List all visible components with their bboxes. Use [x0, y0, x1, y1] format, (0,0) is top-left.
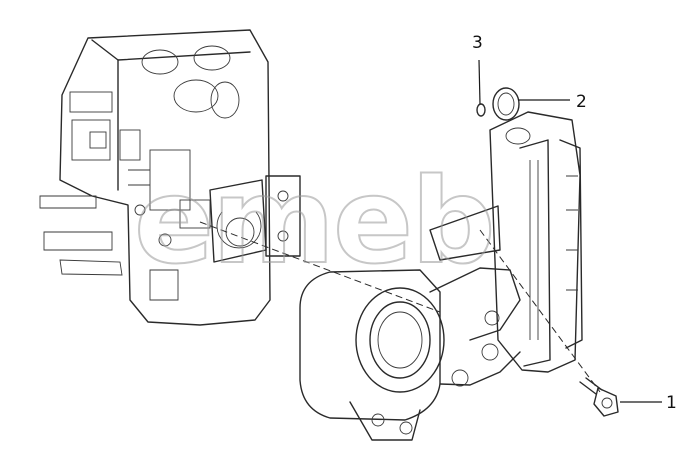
callout-3: 3 [472, 33, 483, 53]
housing-cover [299, 267, 521, 441]
o-ring-part-2 [492, 87, 520, 121]
support-bracket [429, 111, 583, 373]
bolt-part-1 [579, 377, 619, 417]
watermark-logo: emeb [134, 152, 493, 290]
assembly-centerline [199, 221, 441, 313]
engine-block [39, 29, 301, 326]
callout-2: 2 [576, 92, 587, 112]
small-ring-part-3 [476, 103, 486, 117]
bolt-centerline [479, 229, 601, 393]
leader-line-3 [478, 59, 481, 105]
callout-1: 1 [666, 393, 677, 413]
